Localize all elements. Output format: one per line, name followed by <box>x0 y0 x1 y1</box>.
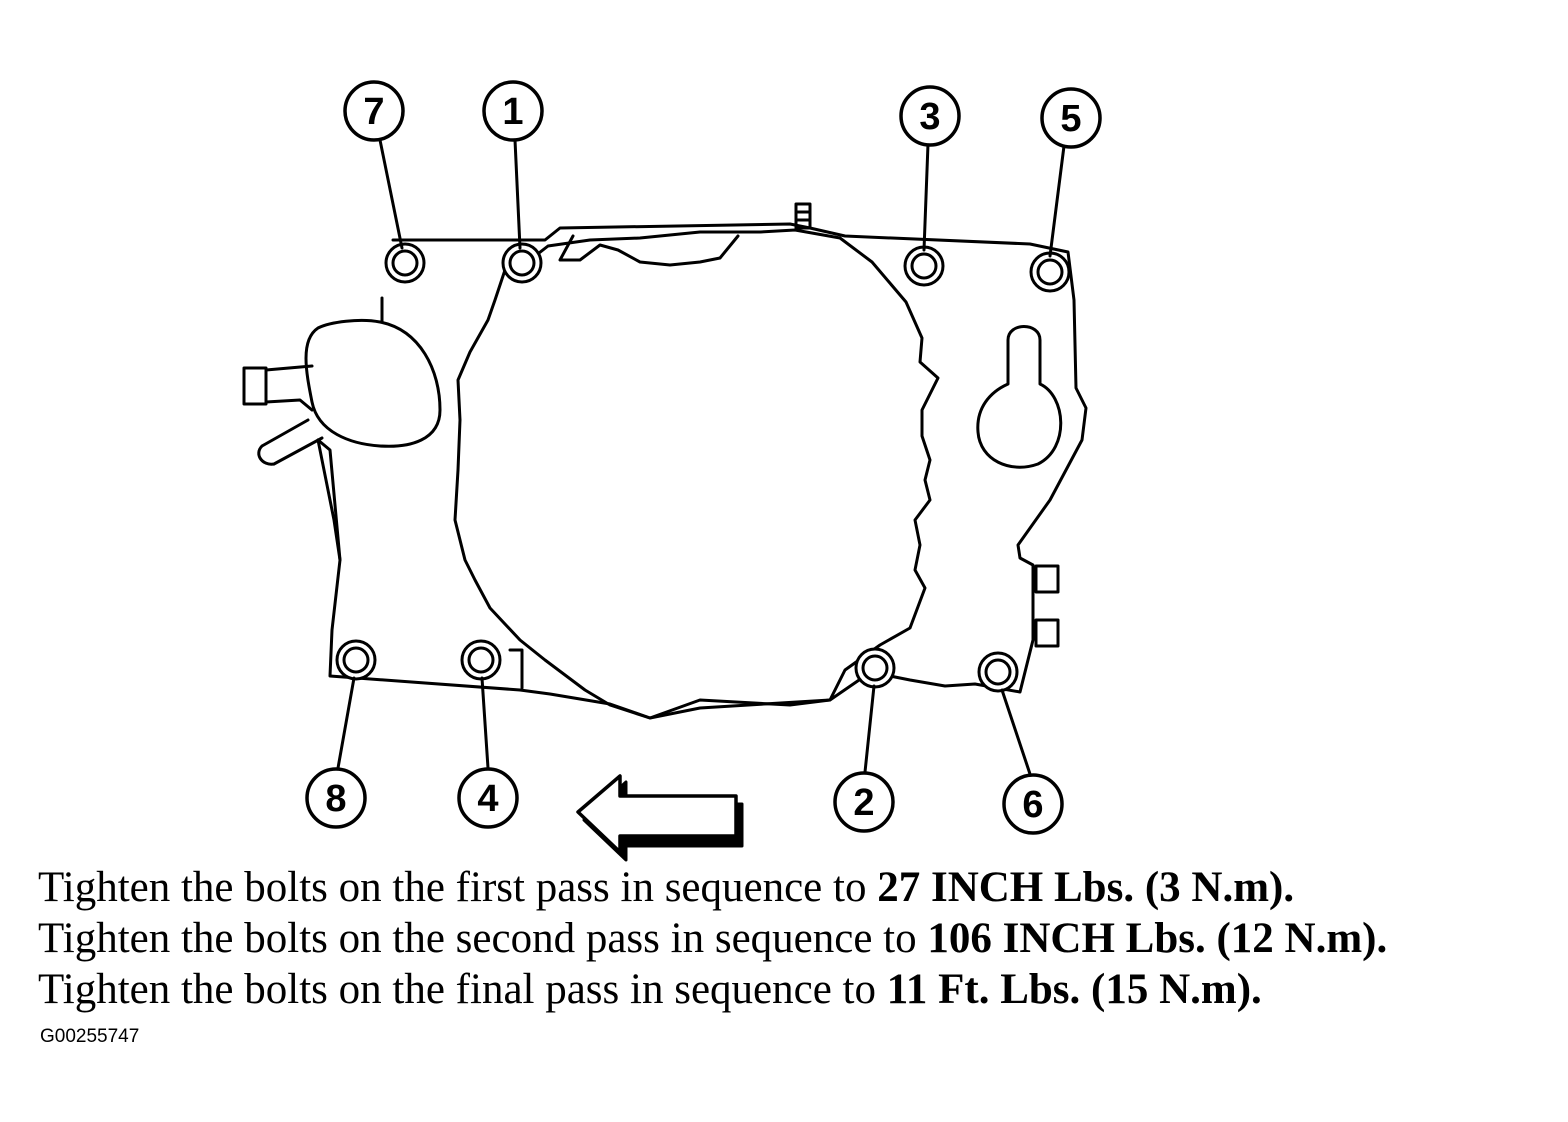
right-tab-upper <box>1034 564 1060 594</box>
plate-outline <box>316 222 1088 720</box>
inlet-pipe <box>264 364 314 412</box>
callout-label-8: 8 <box>325 778 346 820</box>
instruction-line-3: Tighten the bolts on the final pass in s… <box>38 964 1558 1015</box>
torque-value: 27 INCH Lbs. (3 N.m). <box>877 864 1295 911</box>
bolt-hole-2 <box>854 647 896 689</box>
instruction-text: Tighten the bolts on the first pass in s… <box>38 864 878 911</box>
callout-label-1: 1 <box>502 91 523 133</box>
callout-circle-7 <box>343 80 405 142</box>
pump-boss-outline <box>304 318 442 448</box>
outlet-pipe <box>257 418 324 466</box>
inner-edge-detail <box>558 234 740 267</box>
bottom-bracket <box>508 648 524 690</box>
instruction-line-1: Tighten the bolts on the first pass in s… <box>38 862 1558 913</box>
leader-4 <box>480 676 490 770</box>
callout-label-6: 6 <box>1022 784 1043 826</box>
leader-8 <box>336 676 356 770</box>
callout-circle-5 <box>1040 87 1102 149</box>
figure-id: G00255747 <box>40 1026 140 1047</box>
torque-value: 11 Ft. Lbs. (15 N.m). <box>886 966 1262 1013</box>
leader-2 <box>863 684 876 774</box>
torque-value: 106 INCH Lbs. (12 N.m). <box>927 915 1388 962</box>
callout-label-7: 7 <box>363 91 384 133</box>
inlet-pipe-cap <box>242 366 268 406</box>
direction-arrow-left-icon <box>576 774 744 862</box>
bolt-hole-5 <box>1029 251 1071 293</box>
bolt-hole-1 <box>501 242 543 284</box>
callout-circle-6 <box>1002 773 1064 835</box>
torque-instructions: Tighten the bolts on the first pass in s… <box>38 862 1558 1015</box>
callout-circle-8 <box>305 767 367 829</box>
callout-label-5: 5 <box>1060 98 1081 140</box>
left-side-line <box>316 296 384 562</box>
right-tab-lower <box>1034 618 1060 648</box>
callout-circle-2 <box>833 771 895 833</box>
top-tab <box>794 202 812 230</box>
callout-circle-3 <box>899 85 961 147</box>
callout-circle-4 <box>457 767 519 829</box>
leader-7 <box>378 138 404 250</box>
bolt-hole-7 <box>384 242 426 284</box>
instruction-text: Tighten the bolts on the second pass in … <box>38 915 928 962</box>
bolt-hole-3 <box>903 245 945 287</box>
leader-5 <box>1048 144 1066 258</box>
callout-label-2: 2 <box>853 782 874 824</box>
leader-3 <box>922 142 930 252</box>
bolt-hole-4 <box>460 639 502 681</box>
callout-label-4: 4 <box>477 778 498 820</box>
instruction-line-2: Tighten the bolts on the second pass in … <box>38 913 1558 964</box>
inner-opening-outline <box>453 228 940 720</box>
leader-1 <box>513 138 522 250</box>
bolt-hole-6 <box>977 651 1019 693</box>
leader-6 <box>1000 688 1032 776</box>
callout-circle-1 <box>482 80 544 142</box>
instruction-text: Tighten the bolts on the final pass in s… <box>38 966 887 1013</box>
bolt-hole-8 <box>335 639 377 681</box>
keyhole-slot <box>976 325 1063 469</box>
callout-label-3: 3 <box>919 96 940 138</box>
